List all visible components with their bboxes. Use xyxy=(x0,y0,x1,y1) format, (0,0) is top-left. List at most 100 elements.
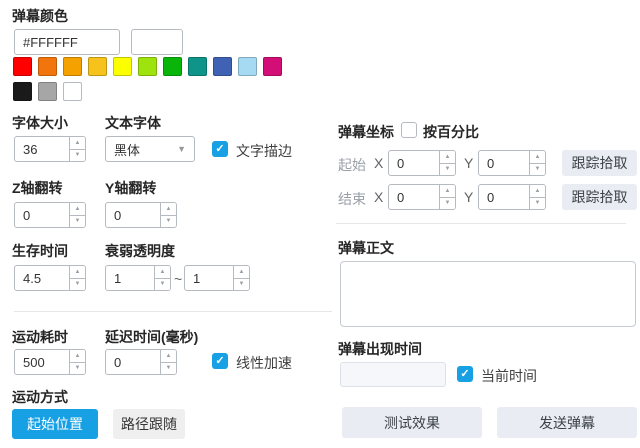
coords-label: 弹幕坐标 xyxy=(338,124,394,140)
y-rotation-label: Y轴翻转 xyxy=(105,180,157,196)
color-swatch[interactable] xyxy=(163,57,182,76)
appear-time-input[interactable] xyxy=(340,362,446,387)
delay-label: 延迟时间(毫秒) xyxy=(105,329,199,345)
color-swatch[interactable] xyxy=(88,57,107,76)
fade-to-stepper: ▲▼ xyxy=(184,265,250,291)
start-x-stepper: ▲▼ xyxy=(388,150,456,176)
delay-spinner[interactable]: ▲▼ xyxy=(160,350,176,374)
z-rotation-stepper: ▲▼ xyxy=(14,202,86,228)
start-x-input[interactable] xyxy=(389,151,439,175)
spinner-up-icon: ▲ xyxy=(70,266,85,279)
font-family-label: 文本字体 xyxy=(105,115,161,131)
end-x-stepper: ▲▼ xyxy=(388,184,456,210)
delay-stepper: ▲▼ xyxy=(105,349,177,375)
content-textarea[interactable] xyxy=(340,261,636,327)
spinner-down-icon: ▼ xyxy=(74,365,81,372)
spinner-up-icon: ▲ xyxy=(70,203,85,216)
motion-duration-spinner[interactable]: ▲▼ xyxy=(69,350,85,374)
start-x-spinner[interactable]: ▲▼ xyxy=(439,151,455,175)
color-swatch[interactable] xyxy=(138,57,157,76)
spinner-down-icon: ▼ xyxy=(159,281,166,288)
z-rotation-input[interactable] xyxy=(15,203,69,227)
spinner-down-icon: ▼ xyxy=(74,152,81,159)
font-family-select[interactable]: 黑体 ▼ xyxy=(105,136,195,162)
color-swatch[interactable] xyxy=(63,57,82,76)
fade-to-input[interactable] xyxy=(185,266,233,290)
y-rotation-spinner[interactable]: ▲▼ xyxy=(160,203,176,227)
motion-mode-label: 运动方式 xyxy=(12,389,68,405)
percent-checkbox[interactable] xyxy=(401,122,417,138)
spinner-down-icon: ▼ xyxy=(444,166,451,173)
font-size-spinner[interactable]: ▲▼ xyxy=(69,137,85,161)
x-axis-label: X xyxy=(374,155,384,171)
current-time-checkbox[interactable]: ✓ xyxy=(457,366,473,382)
percent-label: 按百分比 xyxy=(423,124,479,140)
color-swatch[interactable] xyxy=(263,57,282,76)
spinner-down-icon: ▼ xyxy=(165,218,172,225)
spinner-up-icon: ▲ xyxy=(161,350,176,363)
fade-from-stepper: ▲▼ xyxy=(105,265,171,291)
color-swatch[interactable] xyxy=(13,82,32,101)
lifetime-input[interactable] xyxy=(15,266,69,290)
current-time-label: 当前时间 xyxy=(481,368,537,384)
palette-row-2 xyxy=(13,82,82,101)
z-rotation-spinner[interactable]: ▲▼ xyxy=(69,203,85,227)
y-rotation-input[interactable] xyxy=(106,203,160,227)
fade-to-spinner[interactable]: ▲▼ xyxy=(233,266,249,290)
color-swatch[interactable] xyxy=(13,57,32,76)
delay-input[interactable] xyxy=(106,350,160,374)
spinner-down-icon: ▼ xyxy=(74,281,81,288)
linear-accel-label: 线性加速 xyxy=(236,355,292,371)
lifetime-stepper: ▲▼ xyxy=(14,265,86,291)
color-swatch[interactable] xyxy=(113,57,132,76)
text-stroke-checkbox[interactable]: ✓ xyxy=(212,141,228,157)
color-swatch[interactable] xyxy=(238,57,257,76)
font-size-stepper: ▲▼ xyxy=(14,136,86,162)
path-follow-mode-button[interactable]: 路径跟随 xyxy=(113,409,185,439)
motion-duration-input[interactable] xyxy=(15,350,69,374)
end-x-input[interactable] xyxy=(389,185,439,209)
appear-time-label: 弹幕出现时间 xyxy=(338,341,422,357)
test-effect-button[interactable]: 测试效果 xyxy=(342,407,482,438)
color-preview-box[interactable] xyxy=(131,29,183,55)
start-y-spinner[interactable]: ▲▼ xyxy=(529,151,545,175)
linear-accel-checkbox[interactable]: ✓ xyxy=(212,353,228,369)
end-y-spinner[interactable]: ▲▼ xyxy=(529,185,545,209)
end-track-pick-button[interactable]: 跟踪拾取 xyxy=(562,184,637,210)
color-hex-field xyxy=(14,29,120,55)
spinner-up-icon: ▲ xyxy=(155,266,170,279)
end-x-spinner[interactable]: ▲▼ xyxy=(439,185,455,209)
color-swatch[interactable] xyxy=(63,82,82,101)
color-hex-input[interactable] xyxy=(15,30,119,54)
lifetime-label: 生存时间 xyxy=(12,243,68,259)
color-section-label: 弹幕颜色 xyxy=(12,8,68,24)
y-axis-label: Y xyxy=(464,189,474,205)
fade-from-input[interactable] xyxy=(106,266,154,290)
content-label: 弹幕正文 xyxy=(338,240,394,256)
spinner-down-icon: ▼ xyxy=(534,200,541,207)
lifetime-spinner[interactable]: ▲▼ xyxy=(69,266,85,290)
start-position-mode-button[interactable]: 起始位置 xyxy=(12,409,98,439)
font-size-input[interactable] xyxy=(15,137,69,161)
color-swatch[interactable] xyxy=(38,82,57,101)
spinner-up-icon: ▲ xyxy=(440,185,455,198)
start-track-pick-button[interactable]: 跟踪拾取 xyxy=(562,150,637,176)
start-y-input[interactable] xyxy=(479,151,529,175)
check-icon: ✓ xyxy=(215,354,225,367)
coord-row-name: 起始 xyxy=(338,157,366,173)
fade-opacity-label: 衰弱透明度 xyxy=(105,243,175,259)
spinner-up-icon: ▲ xyxy=(161,203,176,216)
color-swatch[interactable] xyxy=(188,57,207,76)
spinner-down-icon: ▼ xyxy=(444,200,451,207)
spinner-up-icon: ▲ xyxy=(530,185,545,198)
end-y-stepper: ▲▼ xyxy=(478,184,546,210)
color-swatch[interactable] xyxy=(213,57,232,76)
color-swatch[interactable] xyxy=(38,57,57,76)
send-danmaku-button[interactable]: 发送弹幕 xyxy=(497,407,637,438)
end-y-input[interactable] xyxy=(479,185,529,209)
fade-range-separator: ~ xyxy=(174,271,183,287)
fade-from-spinner[interactable]: ▲▼ xyxy=(154,266,170,290)
y-rotation-stepper: ▲▼ xyxy=(105,202,177,228)
spinner-up-icon: ▲ xyxy=(530,151,545,164)
